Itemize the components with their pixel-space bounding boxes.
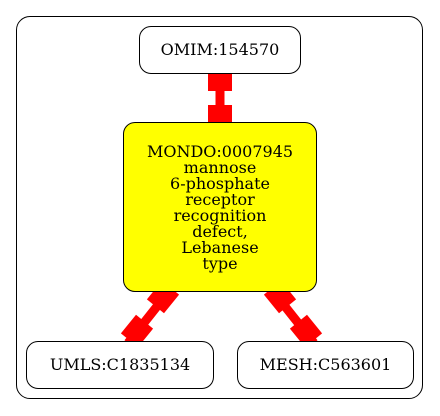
node-umls[interactable]: UMLS:C1835134	[26, 341, 214, 389]
node-mondo-id: MONDO:0007945	[146, 142, 294, 161]
node-mesh[interactable]: MESH:C563601	[237, 341, 414, 389]
edge-omim-mondo-head	[208, 105, 232, 127]
node-mondo-name-line: 6-phosphate	[170, 174, 270, 193]
edge-mondo-umls-head	[120, 314, 154, 348]
edge-omim-mondo-tail	[208, 69, 232, 91]
node-mondo-name-line: defect,	[192, 222, 248, 241]
node-omim-label: OMIM:154570	[160, 40, 280, 59]
node-mondo-name-line: recognition	[173, 206, 267, 225]
node-mondo-name-line: mannose	[183, 158, 257, 177]
node-mondo-name-line: Lebanese	[181, 238, 259, 257]
edge-omim-mondo	[208, 69, 232, 127]
node-mesh-label: MESH:C563601	[259, 355, 392, 374]
node-mondo-focus[interactable]: MONDO:0007945 mannose 6-phosphate recept…	[123, 122, 317, 292]
node-umls-label: UMLS:C1835134	[49, 355, 191, 374]
graph-cluster-frame	[16, 16, 423, 399]
node-mondo-name-line: receptor	[185, 190, 255, 209]
edge-mondo-mesh-head	[289, 314, 323, 348]
node-omim[interactable]: OMIM:154570	[139, 26, 301, 74]
node-mondo-name-line: type	[202, 254, 238, 273]
